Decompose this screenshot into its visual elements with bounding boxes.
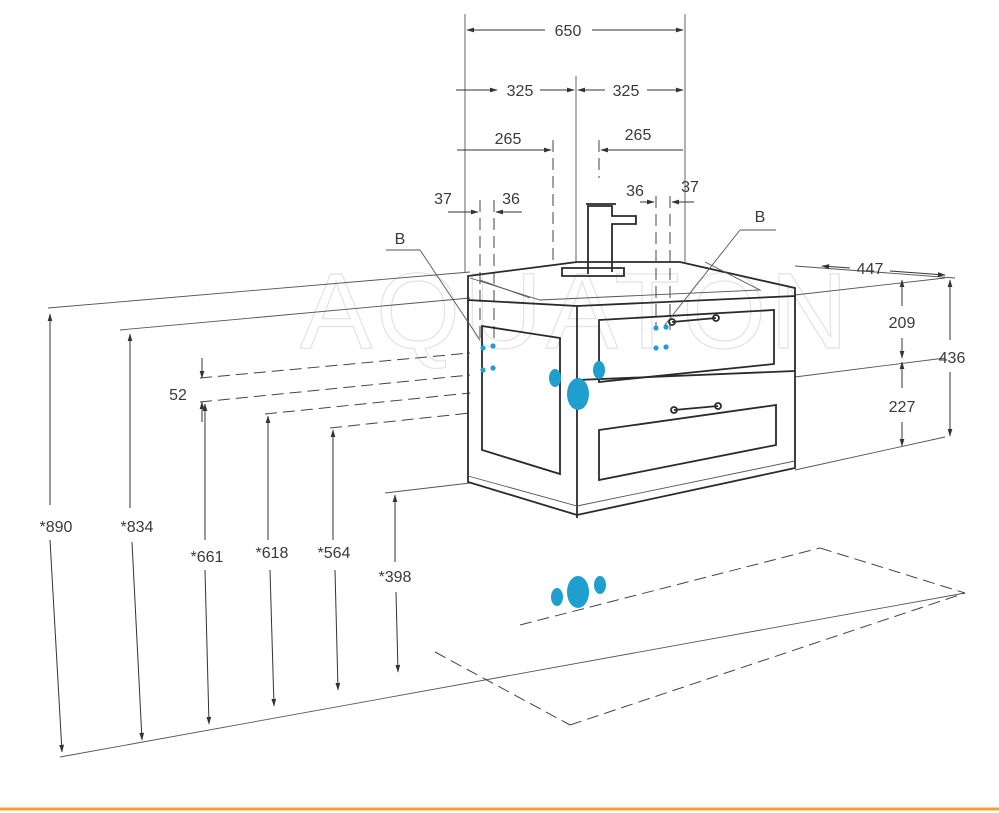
marker-c-left-floor: C — [551, 588, 563, 606]
svg-text:C: C — [553, 593, 561, 605]
marker-c-right-upper: C — [593, 361, 605, 379]
dim-upper-drawer: 209 — [889, 315, 916, 332]
svg-text:D: D — [572, 583, 585, 603]
dim-edge-left: 37 — [434, 191, 452, 208]
dim-depth: 447 — [857, 261, 884, 278]
marker-d-floor: D — [567, 576, 589, 608]
markers: B B C D C C — [386, 209, 776, 608]
connection-dots — [480, 324, 669, 373]
width-dimensions: 650 325 325 265 265 37 36 36 37 — [434, 14, 699, 340]
marker-c-right-floor: C — [594, 576, 606, 594]
svg-text:D: D — [572, 385, 585, 405]
dim-lower-drawer: 227 — [889, 399, 916, 416]
dim-h398: *398 — [379, 569, 412, 586]
dim-h890: *890 — [40, 519, 73, 536]
dim-h564: *564 — [318, 545, 351, 562]
marker-b-left: B — [395, 231, 406, 248]
dim-edge-right: 37 — [681, 179, 699, 196]
dim-total-width: 650 — [555, 23, 582, 40]
dim-gap-left: 36 — [502, 191, 520, 208]
marker-d-upper: D — [567, 378, 589, 410]
dim-h661: *661 — [191, 549, 224, 566]
dim-spacing: 52 — [169, 387, 187, 404]
dim-h834: *834 — [121, 519, 154, 536]
dim-offset-left: 265 — [495, 131, 522, 148]
dim-h618: *618 — [256, 545, 289, 562]
perspective-lines — [47, 265, 966, 758]
depth-height-dimensions: 447 209 227 436 — [821, 261, 966, 447]
dim-offset-right: 265 — [625, 127, 652, 144]
svg-text:C: C — [551, 374, 559, 386]
dim-half-right: 325 — [613, 83, 640, 100]
svg-text:C: C — [596, 581, 604, 593]
height-dimensions: *890 *834 52 *661 *618 *564 *398 — [40, 313, 412, 753]
dim-half-left: 325 — [507, 83, 534, 100]
marker-c-left-upper: C — [549, 369, 561, 387]
svg-text:C: C — [595, 366, 603, 378]
marker-b-right: B — [755, 209, 766, 226]
dim-gap-right: 36 — [626, 183, 644, 200]
dim-total-height: 436 — [939, 350, 966, 367]
